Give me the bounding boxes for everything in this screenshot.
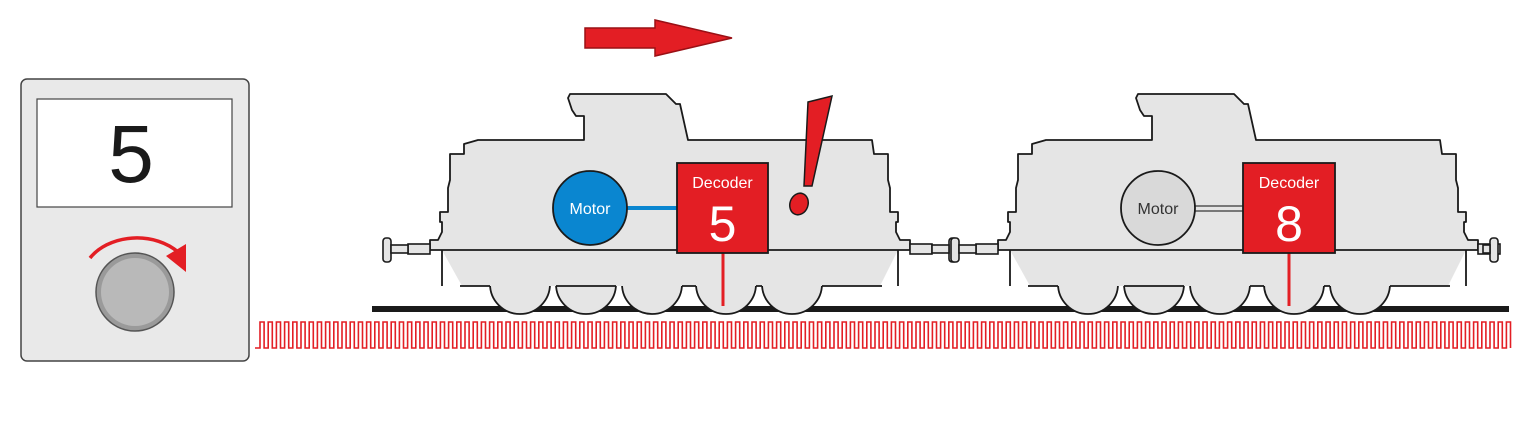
direction-arrow-icon (584, 19, 733, 57)
alert-exclamation-icon (788, 94, 833, 216)
rotate-clockwise-icon (88, 236, 186, 272)
decoder-address: 5 (709, 196, 737, 252)
motor-component: Motor (1120, 170, 1196, 246)
controller-display (36, 98, 233, 208)
rail-track (372, 306, 1509, 312)
decoder-label: Decoder (1259, 175, 1320, 192)
motor-label: Motor (570, 201, 612, 218)
locomotive-1: Motor Decoder 5 (382, 93, 958, 315)
decoder-component: Decoder 8 (1242, 162, 1336, 254)
locomotive-2: Motor Decoder 8 (950, 93, 1501, 315)
motor-decoder-link (1194, 205, 1244, 212)
decoder-component: Decoder 5 (676, 162, 769, 254)
speed-knob[interactable] (95, 252, 175, 332)
right-buffer (1477, 237, 1501, 263)
locomotive-body (429, 93, 911, 251)
locomotive-body (997, 93, 1479, 251)
motor-label: Motor (1138, 201, 1180, 218)
right-buffer (909, 237, 958, 263)
digital-signal-wave (255, 321, 1512, 349)
motor-component: Motor (552, 170, 628, 246)
controller-display-value: 5 (108, 109, 154, 200)
left-buffer (382, 237, 431, 263)
decoder-address: 8 (1275, 196, 1303, 252)
decoder-label: Decoder (692, 175, 753, 192)
throttle-controller: 5 (20, 78, 250, 362)
left-buffer (950, 237, 999, 263)
